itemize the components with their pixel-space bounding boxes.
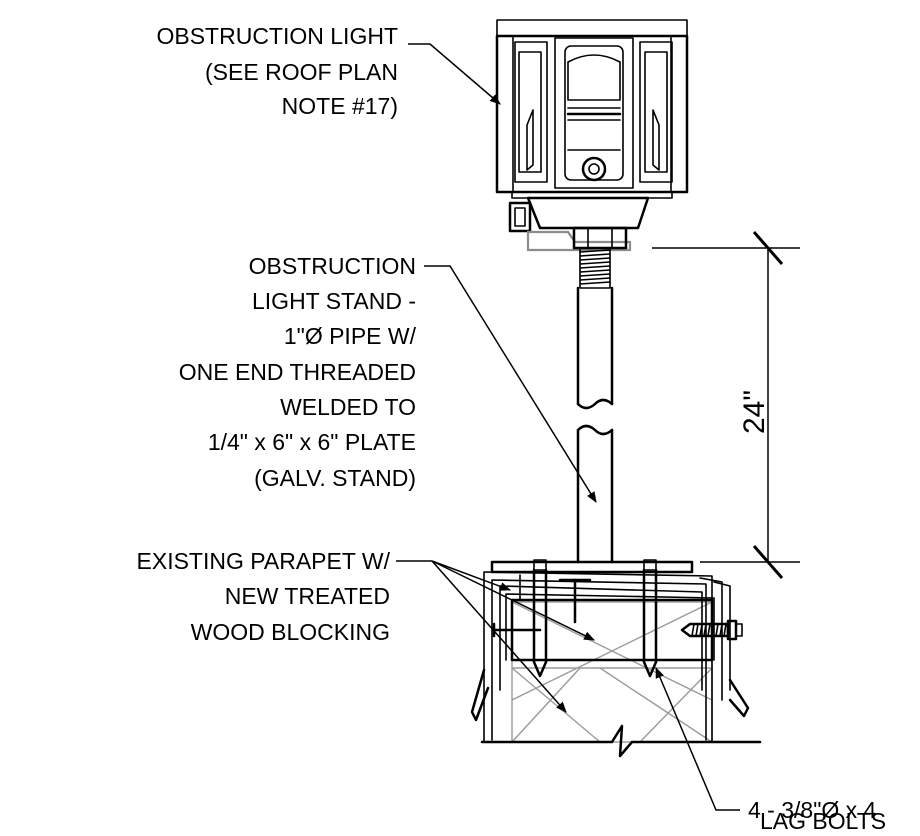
parapet-assembly <box>470 559 762 758</box>
label-obstruction-light: OBSTRUCTION LIGHT (SEE ROOF PLAN NOTE #1… <box>156 23 398 119</box>
label-line: LAG BOLTS <box>760 808 886 831</box>
label-line: (SEE ROOF PLAN <box>205 59 398 85</box>
label-lag-bolts: 4 - 3/8"Ø x 4 LAG BOLTS <box>748 797 886 834</box>
label-line: OBSTRUCTION <box>249 253 416 279</box>
label-line: LIGHT STAND - <box>252 288 416 314</box>
label-line: NOTE #17) <box>282 93 398 119</box>
label-light-stand: OBSTRUCTION LIGHT STAND - 1"Ø PIPE W/ ON… <box>179 253 417 491</box>
label-line: WOOD BLOCKING <box>191 619 390 645</box>
label-line: WELDED TO <box>280 394 416 420</box>
label-parapet: EXISTING PARAPET W/ NEW TREATED WOOD BLO… <box>137 548 391 645</box>
label-line: (GALV. STAND) <box>254 465 416 491</box>
label-line: 1"Ø PIPE W/ <box>284 323 417 349</box>
label-line: EXISTING PARAPET W/ <box>137 548 391 574</box>
height-dimension: 24" <box>652 231 800 579</box>
light-stand-pipe <box>490 247 694 574</box>
leader-lines <box>396 43 740 811</box>
label-line: 4 - 3/8"Ø x 4 <box>748 797 877 823</box>
label-line: OBSTRUCTION LIGHT <box>156 23 398 49</box>
dimension-value: 24" <box>738 390 771 434</box>
obstruction-light <box>495 19 689 252</box>
label-line: ONE END THREADED <box>179 359 416 385</box>
label-line: NEW TREATED <box>225 583 390 609</box>
label-line: 1/4" x 6" x 6" PLATE <box>208 429 416 455</box>
